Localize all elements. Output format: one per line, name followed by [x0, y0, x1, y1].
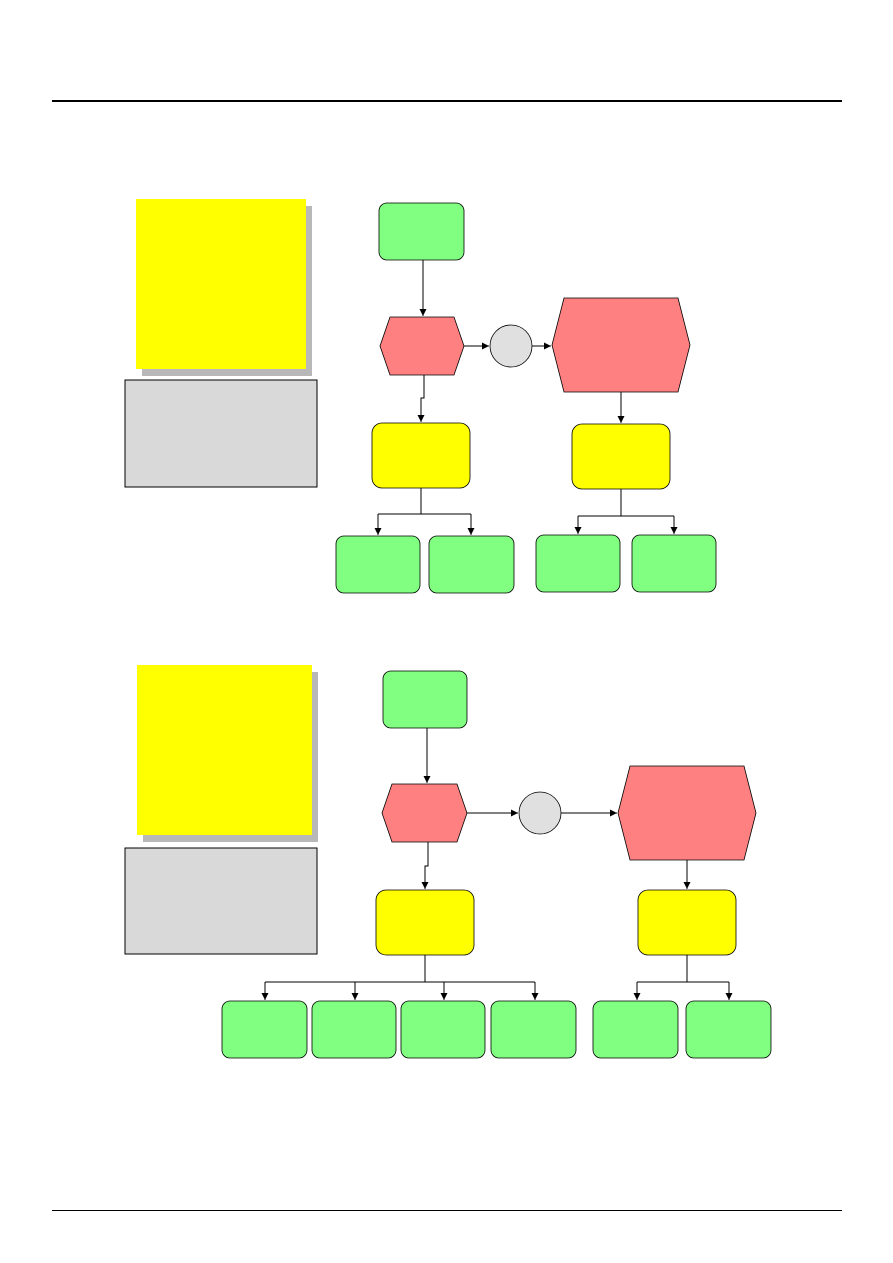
page-footer-rule [52, 1210, 842, 1211]
info-box [124, 847, 318, 955]
start-node[interactable] [378, 202, 465, 261]
outcome-node[interactable] [428, 535, 515, 594]
flow-lines [261, 728, 733, 1000]
outcome-node[interactable] [535, 534, 621, 593]
diagram-2 [124, 665, 772, 1059]
arrow-decision-to-left-action [417, 375, 425, 422]
decision-node[interactable] [379, 316, 465, 376]
right-action-node[interactable] [637, 889, 737, 956]
outcome-node[interactable] [400, 1000, 486, 1059]
outcome-node[interactable] [221, 1000, 308, 1059]
outcome-node[interactable] [335, 535, 421, 594]
big-decision-node[interactable] [617, 765, 757, 861]
page-header-rule [52, 100, 842, 102]
outcome-node[interactable] [631, 534, 717, 593]
left-action-node[interactable] [371, 422, 471, 489]
diagram-1 [124, 199, 717, 594]
outcome-node[interactable] [311, 1000, 397, 1059]
connector-node[interactable] [518, 791, 562, 835]
left-action-node[interactable] [375, 889, 475, 956]
outcome-node[interactable] [685, 1000, 772, 1059]
sticky-note [137, 665, 312, 835]
decision-node[interactable] [381, 783, 468, 843]
big-decision-node[interactable] [551, 297, 691, 393]
outcome-node[interactable] [490, 1000, 577, 1059]
outcome-node[interactable] [592, 1000, 679, 1059]
connector-node[interactable] [489, 324, 533, 368]
right-action-node[interactable] [571, 423, 671, 490]
sticky-note [136, 199, 306, 369]
flow-lines [374, 260, 678, 535]
info-box [124, 379, 318, 488]
arrow-decision-to-left-action [421, 842, 429, 889]
start-node[interactable] [382, 670, 468, 729]
